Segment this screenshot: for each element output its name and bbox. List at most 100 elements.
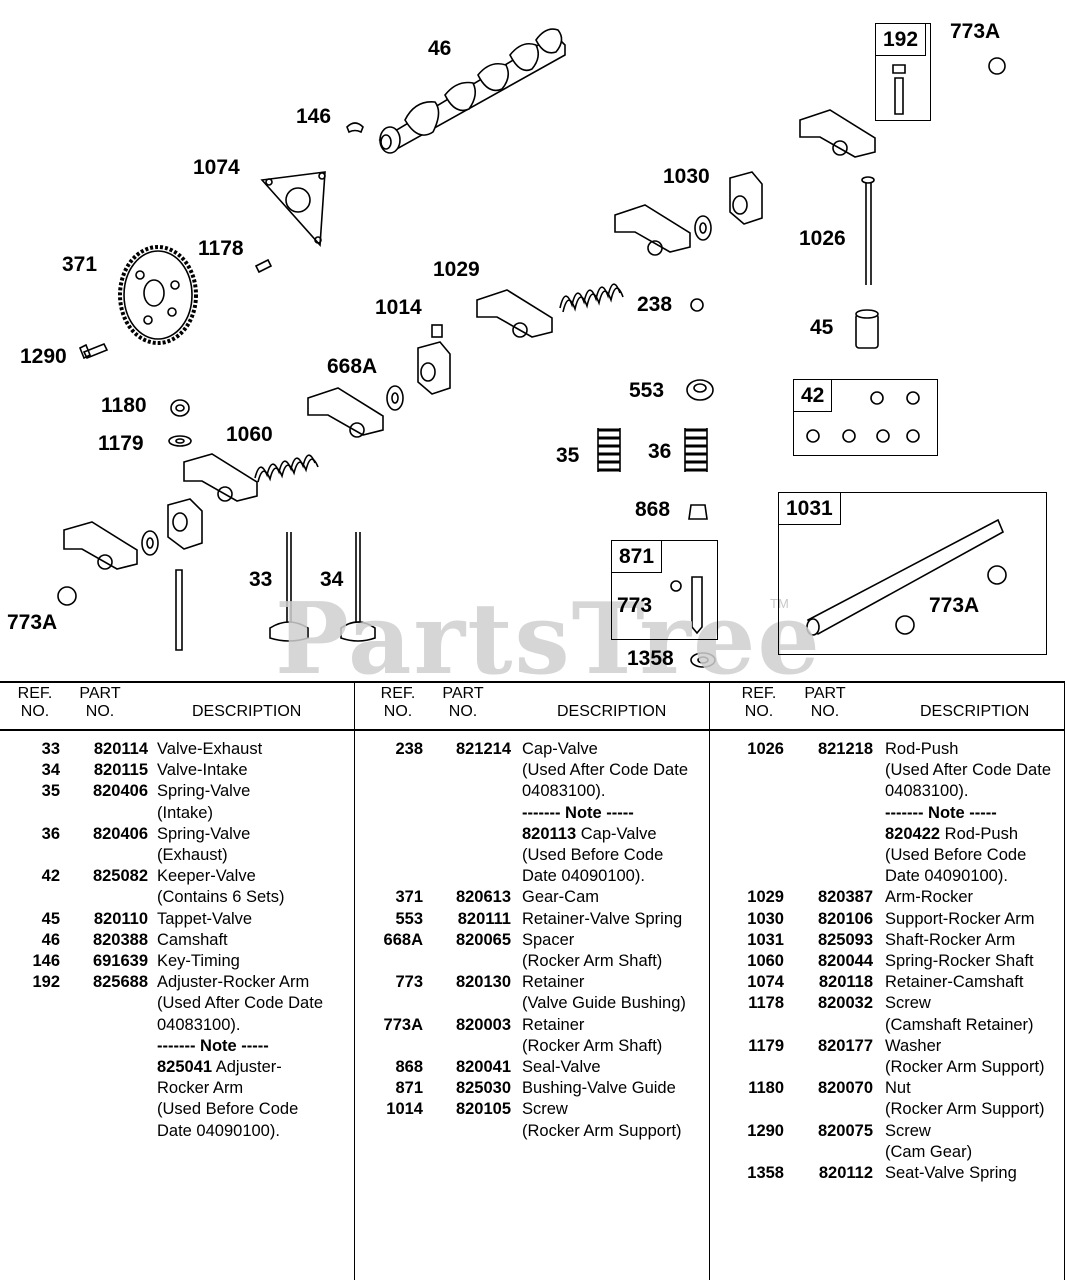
part-no: 820613 [455, 888, 511, 907]
ref-no: 1358 [747, 1164, 784, 1182]
ref-no: 1029 [747, 888, 784, 907]
group-box-871: 871 [611, 540, 718, 640]
header-description: DESCRIPTION [192, 703, 302, 720]
table-row: (Rocker Arm Shaft) [355, 1036, 709, 1057]
ref-no: 1060 [747, 952, 784, 970]
exhaust-valve-part [269, 532, 309, 642]
ref-no: 45 [41, 909, 60, 928]
description: Support-Rocker Arm [885, 909, 1035, 928]
part-no: 820070 [817, 1079, 873, 1098]
ref-no: 1074 [747, 973, 784, 992]
description: (Rocker Arm Shaft) [522, 952, 663, 970]
part-no: 820130 [455, 973, 511, 992]
part-no: 820106 [817, 909, 873, 928]
description: Spacer [522, 930, 575, 949]
table-row: Date 04090100). [355, 866, 709, 887]
table-row: (Rocker Arm Support) [355, 1121, 709, 1142]
table-row: (Used After Code Date [710, 760, 1064, 781]
part-no: 825093 [817, 930, 873, 949]
header-part-line2: NO. [85, 703, 115, 720]
header-part-line1: PART [79, 685, 121, 702]
callout-146: 146 [296, 105, 332, 128]
header-ref-no: REF.NO. [729, 685, 789, 721]
description: (Used Before Code [157, 1100, 299, 1119]
callout-1179: 1179 [98, 432, 144, 455]
callout-553: 553 [629, 379, 665, 402]
table-row: ------- Note ----- [355, 803, 709, 824]
washer-1179-part [168, 435, 192, 447]
ref-no: 1178 [748, 994, 784, 1013]
ref-no: 1030 [747, 909, 784, 928]
part-no: 820110 [93, 909, 148, 928]
description: 820113 Cap-Valve [522, 824, 657, 845]
header-ref-line1: REF. [741, 685, 777, 702]
table-row: 04083100). [355, 781, 709, 802]
adjuster-screw-part [175, 569, 183, 651]
description-text: Adjuster- [215, 1058, 282, 1076]
tappet-part [855, 313, 879, 349]
alt-part-no: 820113 [522, 824, 577, 843]
description: Seat-Valve Spring [885, 1164, 1017, 1182]
description: Arm-Rocker [885, 888, 974, 907]
screw-1290-part [78, 342, 109, 360]
group-box-42-label: 42 [793, 379, 833, 412]
callout-868: 868 [635, 498, 671, 521]
callout-238: 238 [637, 293, 673, 316]
callout-1358: 1358 [627, 647, 674, 670]
table-row: 04083100). [710, 781, 1064, 802]
table-row: 825041 Adjuster- [0, 1057, 354, 1078]
part-no: 820112 [818, 1164, 873, 1182]
part-no: 820388 [92, 930, 148, 949]
table-row: (Exhaust) [0, 845, 354, 866]
screw-1014-part [431, 324, 443, 338]
group-box-871-label: 871 [611, 540, 663, 573]
description: (Rocker Arm Support) [522, 1121, 682, 1140]
description: Screw [885, 994, 931, 1013]
part-no: 825082 [92, 867, 148, 886]
description: Tappet-Valve [157, 909, 253, 928]
callout-46: 46 [428, 37, 452, 60]
push-rod-part [865, 180, 872, 285]
description: (Contains 6 Sets) [157, 888, 285, 907]
description: Date 04090100). [885, 867, 1008, 886]
callout-1060: 1060 [226, 423, 273, 446]
table-row: ------- Note ----- [0, 1036, 354, 1057]
table-row: (Camshaft Retainer) [710, 1015, 1064, 1036]
ref-no: 1179 [748, 1036, 784, 1055]
ref-no: 1180 [748, 1079, 784, 1098]
table-row: (Used Before Code [355, 845, 709, 866]
part-no: 820177 [817, 1036, 873, 1055]
rocker-arm-2 [183, 453, 258, 502]
callout-1026: 1026 [799, 227, 846, 250]
description: (Used Before Code [885, 846, 1027, 864]
ref-no: 33 [41, 740, 60, 758]
rocker-arm-upper [614, 204, 691, 253]
part-no: 825030 [455, 1079, 511, 1098]
table-row: 820422 Rod-Push [710, 824, 1064, 845]
description: (Used After Code Date [157, 994, 323, 1013]
description: Camshaft [157, 930, 228, 949]
table-row: Rocker Arm [0, 1078, 354, 1099]
description: Washer [885, 1036, 942, 1055]
spacer-1 [386, 385, 404, 411]
exploded-parts-diagram: PartsTree TM 46 146 1074 371 1178 1290 1… [7, 20, 1047, 697]
callout-773A-top: 773A [950, 20, 1001, 43]
description: Screw [885, 1121, 931, 1140]
callout-773A-shaft: 773A [929, 594, 980, 617]
